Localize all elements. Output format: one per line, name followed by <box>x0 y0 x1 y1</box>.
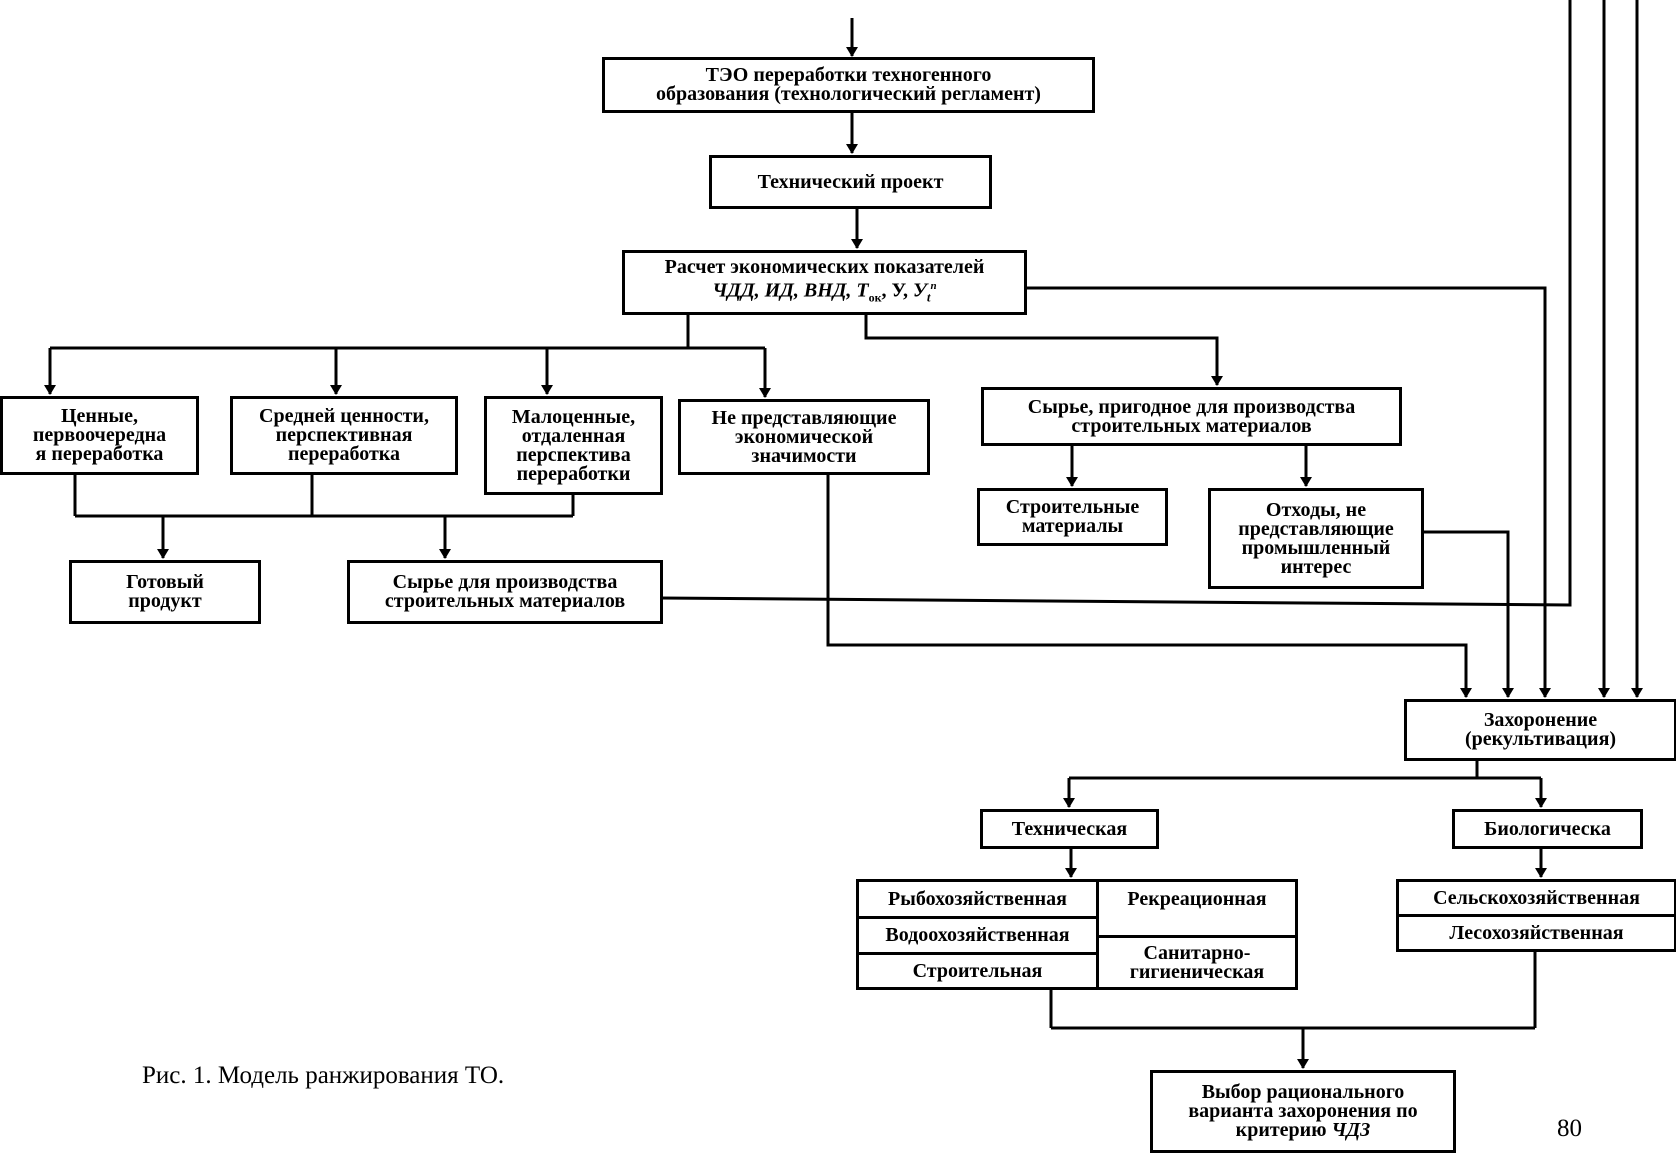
rational-choice-text: Выбор рационального варианта захоронения… <box>1188 1081 1418 1141</box>
formula-u-sub: t <box>926 289 931 305</box>
option-fishery: Рыбохозяйственная <box>859 882 1099 919</box>
technical-box: Техническая <box>980 809 1159 849</box>
low-value-box: Малоценные, отдаленная перспектива перер… <box>484 396 663 495</box>
formula-u-sup: n <box>930 279 937 292</box>
medium-value-box: Средней ценности, перспективная перерабо… <box>230 396 458 475</box>
economic-indicators-formula: ЧДД, ИД, ВНД, Tок, У, Уtn <box>712 277 936 308</box>
option-agricultural: Сельскохозяйственная <box>1399 882 1674 917</box>
biological-box: Биологическа <box>1452 809 1643 849</box>
formula-main: ЧДД, ИД, ВНД, T <box>712 279 869 302</box>
biological-options-group: Сельскохозяйственная Лесохозяйственная <box>1396 879 1676 952</box>
raw-construction-box: Сырье для производства строительных мате… <box>347 560 663 624</box>
burial-box: Захоронение (рекультивация) <box>1404 699 1676 761</box>
option-forestry: Лесохозяйственная <box>1449 921 1624 944</box>
option-water: Водоохозяйственная <box>859 919 1099 955</box>
rational-choice-label: Выбор рационального варианта захоронения… <box>1188 1081 1418 1141</box>
formula-sub: ок <box>868 290 882 305</box>
option-recreational: Рекреационная <box>1099 882 1295 938</box>
construction-materials-box: Строительные материалы <box>977 488 1168 546</box>
finished-product-box: Готовый продукт <box>69 560 261 624</box>
formula-tail: , У, <box>881 279 913 302</box>
no-economic-value-box: Не представляющие экономической значимос… <box>678 399 930 475</box>
option-building: Строительная <box>859 955 1099 987</box>
technical-options-group: Рыбохозяйственная Водоохозяйственная Стр… <box>856 879 1298 990</box>
rational-burial-choice-box: Выбор рационального варианта захоронения… <box>1150 1070 1456 1153</box>
economic-indicators-box: Расчет экономических показателей ЧДД, ИД… <box>622 250 1027 315</box>
figure-caption: Рис. 1. Модель ранжирования ТО. <box>142 1062 505 1089</box>
economic-indicators-title: Расчет экономических показателей <box>664 255 985 278</box>
waste-box: Отходы, не представляющие промышленный и… <box>1208 488 1424 589</box>
rational-choice-criterion: ЧДЗ <box>1331 1119 1371 1141</box>
teo-box: ТЭО переработки техногенного образования… <box>602 57 1095 113</box>
page-number: 80 <box>1557 1115 1582 1142</box>
raw-construction-suitable-box: Сырье, пригодное для производства строит… <box>981 387 1402 446</box>
valuable-box: Ценные, первоочередна я переработка <box>0 396 199 475</box>
formula-u: У <box>912 279 927 302</box>
option-sanitary: Санитарно- гигиеническая <box>1129 941 1265 983</box>
technical-project-box: Технический проект <box>709 155 992 209</box>
